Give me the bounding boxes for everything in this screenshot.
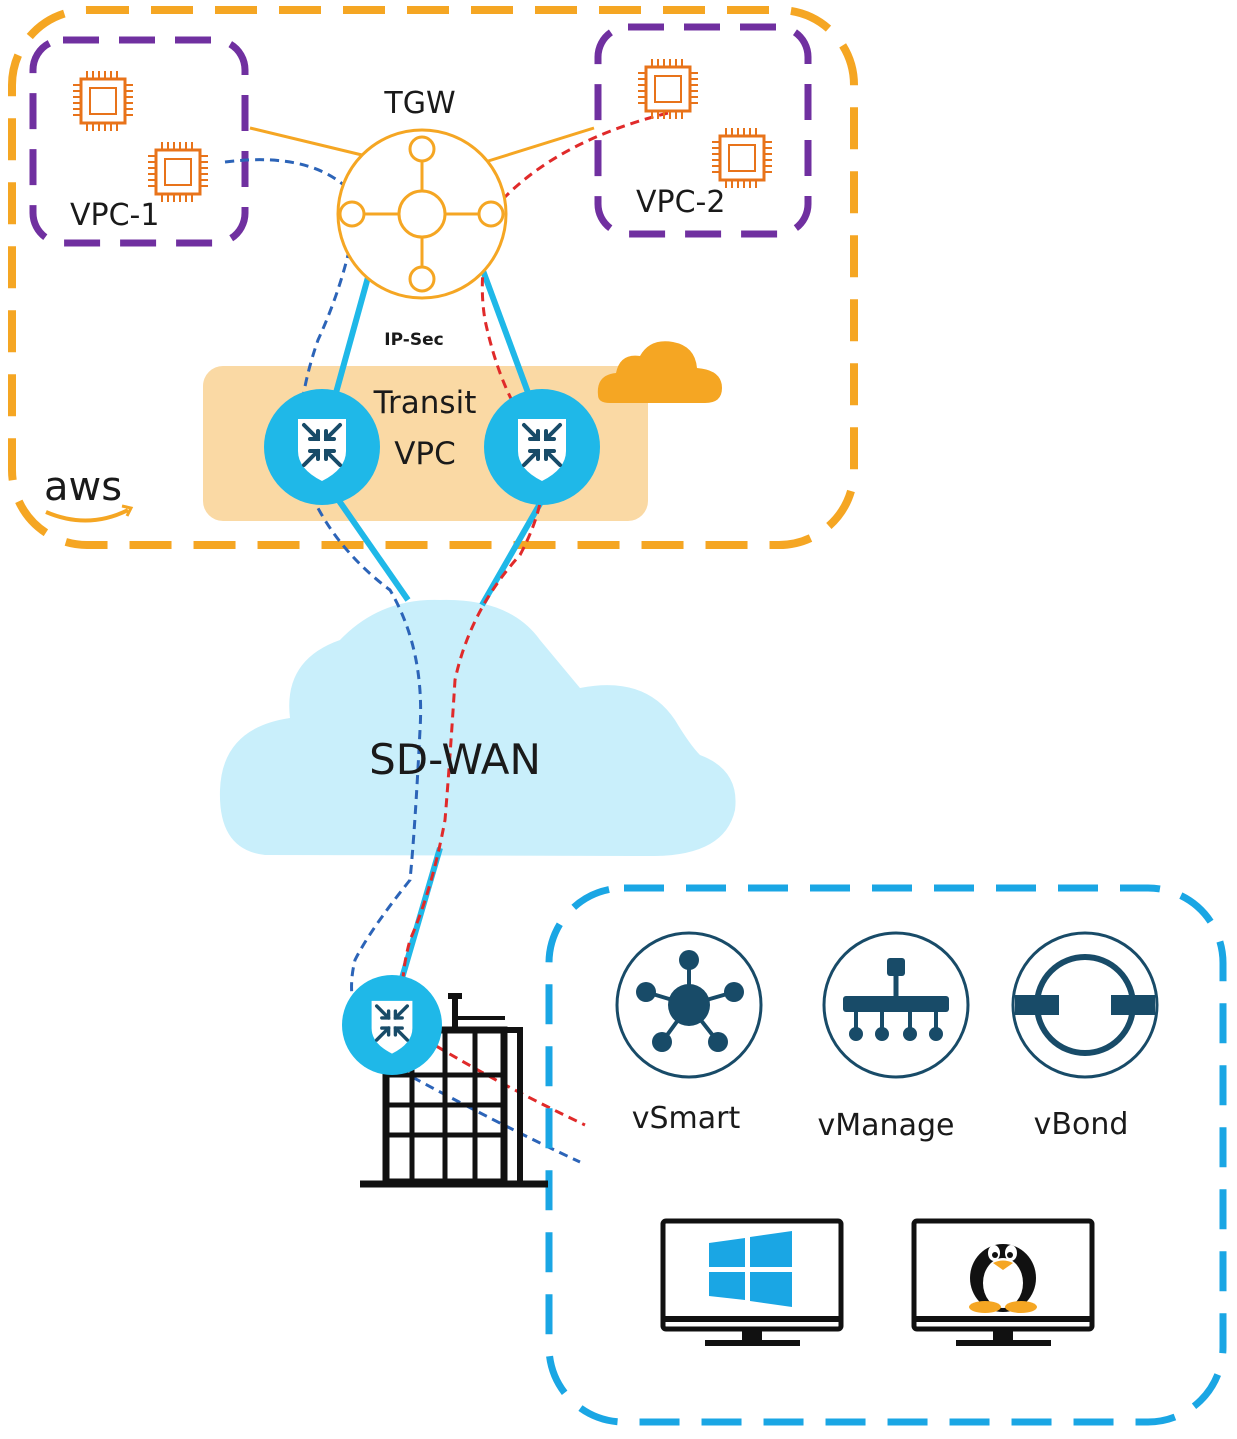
building-icon [360, 993, 548, 1188]
chip-icon [636, 57, 700, 121]
windows-monitor-icon [660, 1218, 844, 1346]
router-icon [342, 975, 442, 1075]
vpc2-boundary [594, 23, 812, 238]
router-icon [484, 389, 600, 505]
sdwan-cloud [219, 599, 736, 856]
linux-monitor-icon [911, 1218, 1095, 1346]
vsmart-icon [615, 931, 763, 1079]
vpc2-label: VPC-2 [636, 185, 725, 220]
sdwan-label: SD-WAN [369, 735, 541, 784]
vmanage-icon [822, 931, 970, 1079]
vmanage-label: vManage [818, 1108, 955, 1143]
aws-smile-icon [45, 508, 129, 523]
vbond-label: vBond [1034, 1107, 1129, 1142]
tgw-label: TGW [383, 86, 455, 121]
cloud-icon [597, 341, 722, 403]
transit-gateway-icon [336, 128, 508, 300]
transit-vpc-label-line2: VPC [394, 436, 456, 472]
vbond-icon [1011, 931, 1159, 1079]
ipsec-label: IP-Sec [384, 330, 443, 350]
onprem-boundary [545, 884, 1227, 1426]
vpc1-label: VPC-1 [70, 198, 159, 233]
chip-icon [146, 140, 210, 204]
router-icon [264, 389, 380, 505]
aws-region-boundary [8, 6, 858, 549]
vsmart-label: vSmart [632, 1101, 741, 1136]
vpc1-attachment-line [249, 126, 363, 157]
vpc2-attachment-line [484, 126, 595, 164]
chip-icon [710, 126, 774, 190]
aws-logo: aws [44, 464, 122, 510]
chip-icon [71, 69, 135, 133]
transit-vpc-label-line1: Transit [373, 385, 477, 421]
vpc1-boundary [29, 36, 249, 247]
